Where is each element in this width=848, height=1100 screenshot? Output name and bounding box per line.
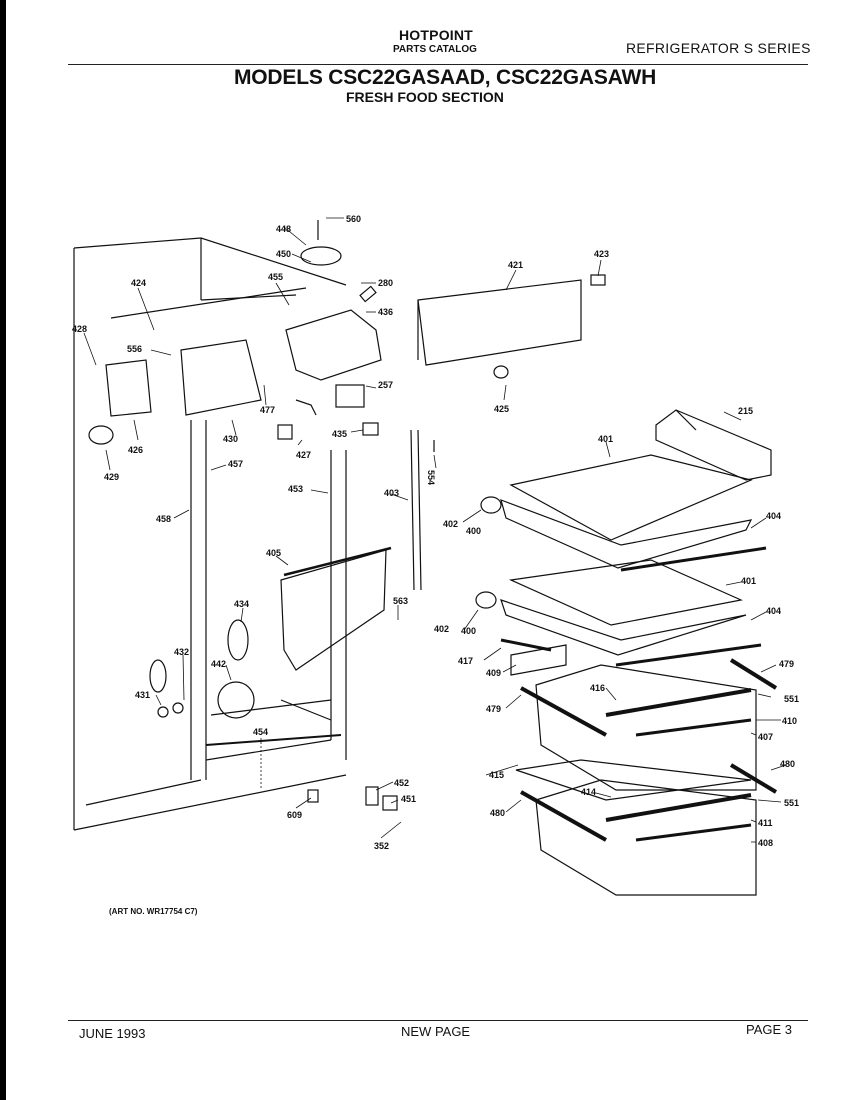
callout-408: 408 bbox=[758, 838, 773, 848]
catalog-page: HOTPOINT PARTS CATALOG REFRIGERATOR S SE… bbox=[6, 0, 848, 1100]
control-knobs bbox=[149, 619, 398, 811]
callout-431: 431 bbox=[135, 690, 150, 700]
callout-453: 453 bbox=[288, 484, 303, 494]
leader-lines bbox=[83, 217, 787, 843]
callout-405: 405 bbox=[266, 548, 281, 558]
callout-430: 430 bbox=[223, 434, 238, 444]
callout-452: 452 bbox=[394, 778, 409, 788]
glass-shelves bbox=[475, 454, 767, 676]
section-title: FRESH FOOD SECTION bbox=[346, 89, 504, 105]
callout-609: 609 bbox=[287, 810, 302, 820]
art-number: (ART NO. WR17754 C7) bbox=[109, 907, 198, 916]
callout-428: 428 bbox=[72, 324, 87, 334]
header-rule bbox=[68, 64, 808, 65]
callout-labels: 560 448 450 280 421 423 424 455 436 428 … bbox=[72, 214, 799, 851]
callout-401a: 401 bbox=[598, 434, 613, 444]
callout-402b: 402 bbox=[434, 624, 449, 634]
callout-215: 215 bbox=[738, 406, 753, 416]
callout-457: 457 bbox=[228, 459, 243, 469]
catalog-subtitle: PARTS CATALOG bbox=[393, 44, 477, 55]
footer-date: JUNE 1993 bbox=[79, 1026, 146, 1041]
callout-423: 423 bbox=[594, 249, 609, 259]
callout-424: 424 bbox=[131, 278, 146, 288]
callout-410: 410 bbox=[782, 716, 797, 726]
callout-403: 403 bbox=[384, 488, 399, 498]
callout-416: 416 bbox=[590, 683, 605, 693]
callout-458: 458 bbox=[156, 514, 171, 524]
callout-407: 407 bbox=[758, 732, 773, 742]
callout-409: 409 bbox=[486, 668, 501, 678]
brand-title: HOTPOINT bbox=[399, 27, 473, 43]
callout-400b: 400 bbox=[461, 626, 476, 636]
callout-551a: 551 bbox=[784, 694, 799, 704]
callout-404a: 404 bbox=[766, 511, 781, 521]
callout-454: 454 bbox=[253, 727, 268, 737]
callout-421: 421 bbox=[508, 260, 523, 270]
callout-426: 426 bbox=[128, 445, 143, 455]
callout-554: 554 bbox=[426, 470, 436, 485]
callout-479b: 479 bbox=[486, 704, 501, 714]
callout-435: 435 bbox=[332, 429, 347, 439]
deflector bbox=[280, 546, 392, 671]
callout-400a: 400 bbox=[466, 526, 481, 536]
callout-352: 352 bbox=[374, 841, 389, 851]
footer-page: PAGE 3 bbox=[746, 1022, 793, 1037]
callout-455: 455 bbox=[268, 272, 283, 282]
spill-bin bbox=[655, 409, 772, 481]
models-title: MODELS CSC22GASAAD, CSC22GASAWH bbox=[234, 66, 657, 89]
callout-442: 442 bbox=[211, 659, 226, 669]
callout-427: 427 bbox=[296, 450, 311, 460]
cabinet-outline bbox=[73, 237, 347, 831]
callout-425: 425 bbox=[494, 404, 509, 414]
callout-451: 451 bbox=[401, 794, 416, 804]
callout-257: 257 bbox=[378, 380, 393, 390]
callout-404b: 404 bbox=[766, 606, 781, 616]
callout-432: 432 bbox=[174, 647, 189, 657]
crisper-drawers bbox=[515, 658, 778, 896]
series-title: REFRIGERATOR S SERIES bbox=[626, 40, 811, 56]
callout-448: 448 bbox=[276, 224, 291, 234]
callout-551b: 551 bbox=[784, 798, 799, 808]
callout-280: 280 bbox=[378, 278, 393, 288]
callout-415: 415 bbox=[489, 770, 504, 780]
callout-436: 436 bbox=[378, 307, 393, 317]
footer-status: NEW PAGE bbox=[401, 1024, 471, 1039]
callout-480b: 480 bbox=[490, 808, 505, 818]
callout-417: 417 bbox=[458, 656, 473, 666]
footer-rule bbox=[68, 1020, 808, 1021]
callout-450: 450 bbox=[276, 249, 291, 259]
shelf-rails bbox=[410, 429, 435, 591]
callout-560: 560 bbox=[346, 214, 361, 224]
callout-556: 556 bbox=[127, 344, 142, 354]
exploded-parts-diagram: 560 448 450 280 421 423 424 455 436 428 … bbox=[72, 214, 799, 896]
callout-480a: 480 bbox=[780, 759, 795, 769]
callout-479a: 479 bbox=[779, 659, 794, 669]
control-housing bbox=[88, 220, 606, 445]
callout-434: 434 bbox=[234, 599, 249, 609]
callout-411: 411 bbox=[758, 818, 773, 828]
callout-402a: 402 bbox=[443, 519, 458, 529]
callout-429: 429 bbox=[104, 472, 119, 482]
callout-563: 563 bbox=[393, 596, 408, 606]
callout-477: 477 bbox=[260, 405, 275, 415]
callout-414: 414 bbox=[581, 787, 596, 797]
callout-401b: 401 bbox=[741, 576, 756, 586]
